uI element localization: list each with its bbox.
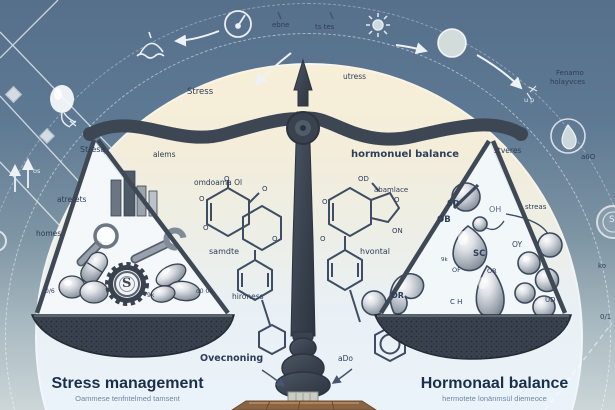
a6o-label: a6O <box>581 153 596 161</box>
pan-micro-label: C H <box>450 298 463 306</box>
homes-label: homes <box>36 229 62 238</box>
gear-s-label: S <box>122 276 132 291</box>
balloon-icon <box>50 85 77 128</box>
pan-micro-label: SC <box>473 249 486 259</box>
atom-label: O <box>203 224 209 232</box>
abamlace-label: abamlace <box>374 186 409 194</box>
edge-s-label: S <box>609 215 615 225</box>
ado-label: aDo <box>338 354 353 363</box>
pan-micro-label: 9k <box>441 257 448 263</box>
stresa-label: Stresa <box>80 145 106 154</box>
utress-label: utress <box>343 72 367 81</box>
flow-arrows <box>174 30 523 90</box>
edge-ring-icon <box>0 230 7 252</box>
capsules-icon <box>150 263 201 303</box>
bell-icon <box>136 31 165 59</box>
atom-label: O <box>199 195 205 203</box>
pillar <box>290 111 316 337</box>
arc-label: ts tes <box>315 23 335 31</box>
chemical-structure-right <box>327 182 406 363</box>
ovecnoning-label: Ovecnoning <box>200 353 264 364</box>
pan-micro-label: UD <box>545 296 556 304</box>
gauge-icon <box>224 10 252 38</box>
atom-label: O <box>272 235 278 243</box>
fenamo-label: Fenamo <box>556 69 584 77</box>
o1-label: 0/1 <box>600 313 612 321</box>
omdoama-label: omdoama Ol <box>194 178 243 187</box>
sun-icon <box>366 13 390 37</box>
base-callout-arrows <box>261 368 353 387</box>
diamond-node-icon <box>39 128 55 144</box>
holayvces-label: holayvces <box>550 78 586 86</box>
droplets <box>361 182 563 320</box>
pan-micro-label: OF <box>452 266 461 274</box>
stress-label: Stress <box>187 87 214 97</box>
samdte-label: samdte <box>209 247 239 256</box>
pan-micro-label: OY <box>512 240 523 249</box>
magnifier-icon <box>76 223 119 267</box>
left-title: Stress management <box>51 375 204 392</box>
gear-s-icon <box>105 262 149 306</box>
left-subtitle: Oammese tenfntelmed tamsent <box>75 394 180 403</box>
edge-gear-icon <box>596 205 615 239</box>
pan-micro-label: 9k <box>147 292 155 299</box>
os-label: os <box>33 167 41 175</box>
alems-label: alems <box>153 150 176 159</box>
streas-label: streas <box>525 203 547 211</box>
left-pan-basin <box>30 314 235 358</box>
moon-icon <box>437 28 467 58</box>
diamond-node-icon <box>4 85 23 104</box>
atom-label: O <box>322 198 328 206</box>
pan-micro-label: OR <box>391 291 404 300</box>
pan-micro-label: OR <box>487 267 497 275</box>
pan-micro-label: 0/6 <box>45 288 55 295</box>
atom-label: OD <box>358 175 369 183</box>
hvontal-label: hvontal <box>360 247 391 256</box>
sparkle-sketch-icon <box>526 85 538 100</box>
arc-tick-marks <box>277 11 334 20</box>
atom-label: O <box>320 235 326 243</box>
atom-label: O <box>394 196 400 204</box>
chemical-structure-left <box>206 180 286 356</box>
atom-label: O <box>262 185 268 193</box>
finial <box>293 58 313 107</box>
pan-micro-label: OB <box>437 215 451 225</box>
up-label: u p <box>524 96 535 104</box>
stveres-label: stveres <box>494 146 522 155</box>
right-title: Hormonaal balance <box>420 375 569 392</box>
arc-label: ebne <box>272 21 290 29</box>
balance-scale-frame <box>34 58 568 410</box>
pan-micro-label: SD <box>447 199 460 208</box>
atrerets-label: atrerets <box>57 195 87 204</box>
hormonal-mid-label: hormonuel balance <box>351 149 460 160</box>
pan-micro-label: d0 0k <box>196 288 213 295</box>
pan-micro-label: OH <box>489 205 502 214</box>
up-arrows-icon <box>9 158 34 192</box>
atom-label: O <box>224 175 230 183</box>
pills-icon <box>58 251 109 304</box>
atom-label: ON <box>392 227 403 235</box>
hironess-label: hironess <box>232 292 264 301</box>
ko-label: ko <box>598 262 607 270</box>
droplet-badge-icon <box>550 118 586 154</box>
right-subtitle: hermotete lonänmsül diemeoce <box>442 394 547 403</box>
network-lines-decoration <box>0 0 141 229</box>
corner-dashed-line <box>544 322 613 410</box>
right-pan-basin <box>373 314 572 360</box>
